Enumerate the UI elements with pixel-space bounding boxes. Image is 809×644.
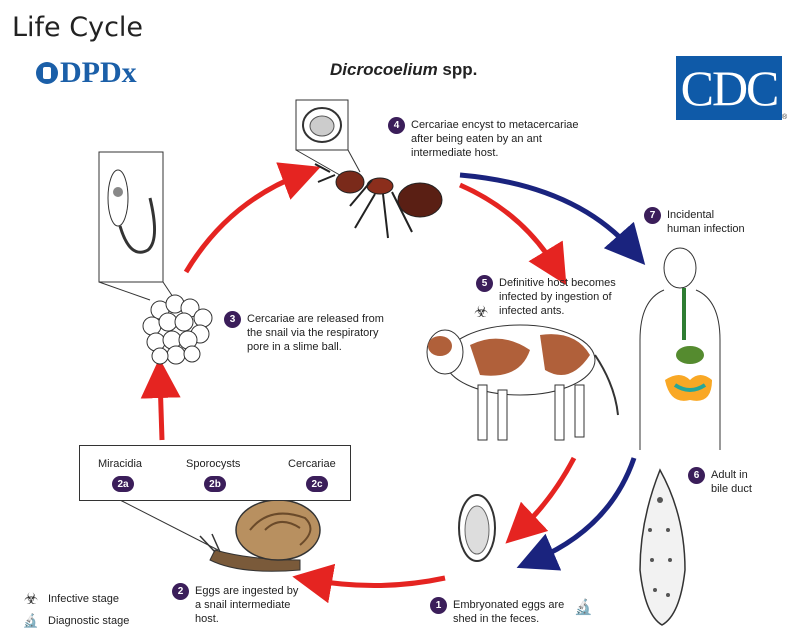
cdc-registered-mark: ® (782, 114, 788, 121)
arrow-human-to-egg (516, 457, 637, 571)
step-3-badge: 3 (224, 311, 241, 328)
arrow-ant-to-human (459, 172, 646, 266)
legend-diagnostic-label: Diagnostic stage (48, 615, 130, 627)
step-4-badge: 4 (388, 117, 405, 134)
legend-diagnostic: 🔬 Diagnostic stage (20, 610, 129, 632)
dpdx-logo: DPDx (36, 56, 137, 90)
step-3-text: Cercariae are released from the snail vi… (247, 313, 384, 353)
ant (314, 163, 443, 239)
step-5-text: Definitive host becomes infected by inge… (499, 277, 616, 317)
step-7: 7 Incidental human infection (644, 207, 745, 236)
step-1-text: Embryonated eggs are shed in the feces. (453, 599, 565, 625)
step-2-text: Eggs are ingested by a snail intermediat… (195, 585, 299, 625)
step-6-badge: 6 (688, 467, 705, 484)
legend: ☣ Infective stage 🔬 Diagnostic stage (20, 588, 129, 632)
arrow-snail-to-ball (140, 358, 181, 441)
step-3: 3 Cercariae are released from the snail … (224, 311, 384, 354)
arrow-ant-to-cow (459, 182, 567, 286)
biohazard-icon: ☣ (474, 304, 489, 321)
species-genus: Dicrocoelium (330, 60, 438, 79)
step-1-badge: 1 (430, 597, 447, 614)
step-1: 1 Embryonated eggs are shed in the feces… (430, 597, 565, 626)
embryonated-egg (458, 494, 496, 562)
step-4-text: Cercariae encyst to metacercariae after … (411, 119, 579, 159)
stage-2a-label: Miracidia (98, 458, 143, 470)
arrow-cow-to-egg (505, 456, 577, 544)
snail-stages-box: Miracidia 2a Sporocysts 2b Cercariae 2c (79, 445, 351, 501)
step-7-text: Incidental human infection (667, 209, 745, 235)
legend-infective-label: Infective stage (48, 593, 119, 605)
human-figure (639, 247, 721, 450)
species-title: Dicrocoelium spp. (330, 60, 477, 80)
legend-infective: ☣ Infective stage (20, 588, 129, 610)
arrow-ball-to-ant (183, 162, 321, 274)
stage-2b-label: Sporocysts (186, 458, 241, 470)
biohazard-icon: ☣ (23, 591, 39, 608)
dpdx-logo-text: DPDx (60, 56, 137, 89)
step-6-text: Adult in bile duct (711, 469, 752, 495)
stage-2c-badge: 2c (306, 476, 328, 492)
microscope-icon: 🔬 (574, 599, 593, 616)
step-5: 5 Definitive host becomes infected by in… (476, 275, 616, 318)
stage-2c-label: Cercariae (288, 458, 336, 470)
step-5-badge: 5 (476, 275, 493, 292)
arrow-eggs-to-snail (292, 563, 446, 604)
step-6: 6 Adult in bile duct (688, 467, 752, 496)
step-2-badge: 2 (172, 583, 189, 600)
species-suffix: spp. (437, 60, 478, 79)
page-title: Life Cycle (12, 12, 144, 43)
snail (199, 499, 321, 572)
step-4: 4 Cercariae encyst to metacercariae afte… (388, 117, 579, 160)
step-2: 2 Eggs are ingested by a snail intermedi… (172, 583, 299, 626)
stage-2b-badge: 2b (204, 476, 226, 492)
adult-fluke (639, 468, 686, 626)
cow (426, 324, 619, 441)
microscope-icon: 🔬 (22, 613, 40, 628)
slime-ball (142, 294, 213, 365)
dpdx-logo-icon (36, 62, 58, 84)
step-7-badge: 7 (644, 207, 661, 224)
cdc-logo: CDC (676, 56, 782, 120)
stage-2a-badge: 2a (112, 476, 134, 492)
